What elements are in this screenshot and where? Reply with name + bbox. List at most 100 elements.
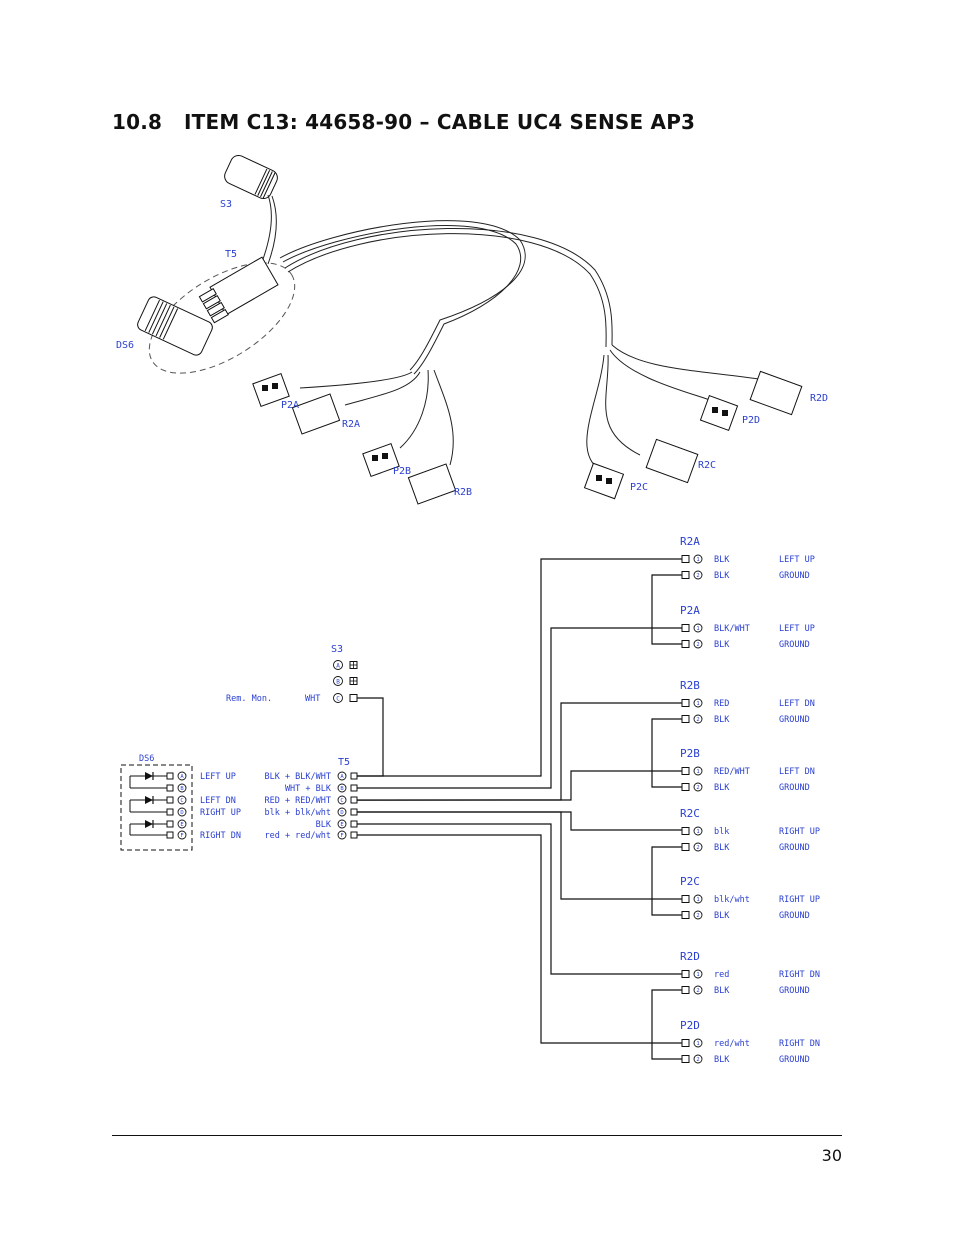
wire-run: [357, 627, 682, 789]
connector-pin-marker: [693, 1038, 703, 1048]
connector-pin-terminal: [681, 699, 690, 707]
t5-pin-marker: [337, 819, 347, 829]
t5-row-wires: WHT + BLK: [285, 784, 332, 794]
wire-run: [357, 702, 682, 801]
connector-pin-function: GROUND: [779, 783, 810, 793]
ds6-drawing-label: DS6: [116, 340, 134, 351]
connector-title: P2B: [680, 747, 700, 760]
s3-pin-wire: WHT: [305, 694, 320, 704]
diode-symbol: [145, 772, 153, 780]
connector-pin-wire: BLK: [714, 986, 730, 996]
r2d-drawing-label: R2D: [810, 393, 828, 404]
connector-pin-function: RIGHT DN: [779, 970, 820, 980]
connector-pin-number: 2: [696, 913, 699, 919]
connector-pin-marker: [693, 894, 703, 904]
ds6-title: DS6: [139, 754, 154, 764]
t5-pin-terminal: [350, 808, 358, 816]
t5-pin-letter: C: [340, 798, 343, 804]
connector-pin-wire: red: [714, 970, 729, 980]
wire-run: [357, 834, 682, 1044]
p2c-plug-drawing: [583, 462, 625, 500]
diode-symbol: [145, 820, 153, 828]
s3-title: S3: [331, 644, 343, 655]
t5-row-wires: RED + RED/WHT: [264, 796, 331, 806]
connector-pin-function: GROUND: [779, 843, 810, 853]
wire-run: [357, 811, 682, 831]
connector-pin-terminal: [681, 895, 690, 903]
t5-row-wires: BLK: [316, 820, 332, 830]
ds6-pin-letter: F: [180, 833, 183, 839]
connector-pin-wire: RED: [714, 699, 729, 709]
wire-run: [356, 770, 682, 801]
p2d-drawing-label: P2D: [742, 415, 760, 426]
connector-pin-function: GROUND: [779, 571, 810, 581]
connector-pin-terminal: [681, 843, 690, 851]
t5-pin-letter: A: [340, 774, 344, 780]
connector-pin-marker: [693, 969, 703, 979]
connector-pin-number: 1: [696, 829, 699, 835]
s3-pin-label: Rem. Mon.: [226, 694, 272, 704]
connector-pin-wire: BLK: [714, 843, 730, 853]
ds6-pin-marker: [177, 819, 187, 829]
s3-pin-marker: [333, 660, 343, 670]
t5-pin-terminal: [350, 772, 358, 780]
connector-pin-wire: BLK: [714, 715, 730, 725]
ds6-box: [120, 764, 193, 851]
r2c-plug-drawing: [645, 438, 699, 484]
p2b-drawing-label: P2B: [393, 466, 411, 477]
t5-pin-terminal: [350, 831, 358, 839]
connector-title: R2D: [680, 950, 700, 963]
connector-pin-wire: blk/wht: [714, 895, 750, 905]
footer-rule: [112, 1135, 842, 1136]
ds6-pin-terminal: [166, 772, 174, 780]
wire-run: [651, 718, 682, 788]
s3-pin-marker: [333, 676, 343, 686]
connector-pin-function: LEFT DN: [779, 767, 815, 777]
r2c-drawing-label: R2C: [698, 460, 716, 471]
connector-pin-marker: [693, 842, 703, 852]
connector-pin-function: RIGHT UP: [779, 827, 820, 837]
wire-run: [357, 811, 682, 900]
t5-row-function: LEFT DN: [200, 796, 236, 806]
connector-pin-terminal: [681, 715, 690, 723]
ds6-pin-letter: E: [180, 822, 183, 828]
ds6-pin-letter: D: [180, 810, 183, 816]
ds6-pin-marker: [177, 783, 187, 793]
connector-title: P2D: [680, 1019, 700, 1032]
connector-pin-number: 2: [696, 988, 699, 994]
diode-symbol: [145, 796, 153, 804]
connector-pin-marker: [693, 639, 703, 649]
ds6-connector-drawing: [137, 296, 213, 356]
ds6-pin-terminal: [166, 808, 174, 816]
connector-pin-wire: BLK/WHT: [714, 624, 750, 634]
t5-pin-marker: [337, 783, 347, 793]
connector-pin-terminal: [681, 571, 690, 579]
connector-pin-marker: [693, 766, 703, 776]
connector-title: P2A: [680, 604, 700, 617]
r2b-drawing-label: R2B: [454, 487, 472, 498]
connector-pin-number: 2: [696, 717, 699, 723]
ds6-pin-marker: [177, 830, 187, 840]
p2b-plug-drawing: [362, 442, 400, 478]
connector-pin-marker: [693, 623, 703, 633]
t5-connector-drawing: [148, 256, 296, 374]
connector-pin-wire: BLK: [714, 640, 730, 650]
connector-pin-terminal: [681, 1039, 690, 1047]
t5-pin-letter: B: [340, 786, 344, 792]
connector-pin-function: RIGHT DN: [779, 1039, 820, 1049]
connector-pin-marker: [693, 1054, 703, 1064]
t5-row-wires: blk + blk/wht: [264, 808, 331, 818]
connector-pin-wire: red/wht: [714, 1039, 750, 1049]
connector-pin-wire: blk: [714, 827, 729, 837]
t5-row-wires: red + red/wht: [264, 831, 331, 841]
ds6-pin-terminal: [166, 784, 174, 792]
connector-pin-wire: BLK: [714, 571, 730, 581]
t5-title: T5: [338, 757, 350, 768]
wire-run: [357, 697, 384, 777]
connector-pin-wire: BLK: [714, 783, 730, 793]
wire-run: [357, 823, 682, 975]
r2d-plug-drawing: [749, 370, 803, 416]
connector-pin-function: LEFT UP: [779, 624, 815, 634]
t5-pin-letter: D: [340, 810, 343, 816]
